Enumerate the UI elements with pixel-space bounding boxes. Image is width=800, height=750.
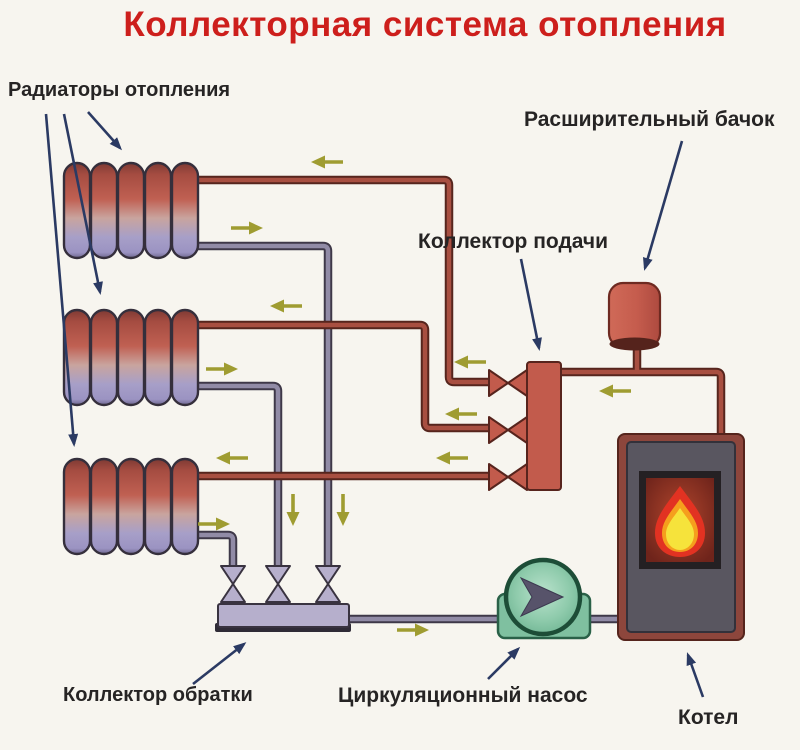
- supply-pipe-radiator-2: [196, 322, 489, 431]
- radiator-section: [116, 161, 146, 260]
- flow-arrow-left: [599, 384, 631, 398]
- pointer-radiator-3: [44, 113, 79, 447]
- pointer-return-collector: [192, 642, 247, 686]
- return-valve-1: [220, 565, 246, 585]
- flow-arrow-right: [198, 517, 230, 531]
- return-pipe-radiator-1: [198, 243, 331, 566]
- pointer-radiator-2: [62, 113, 103, 295]
- return-collector: [217, 603, 350, 628]
- return-valve-3b: [315, 583, 341, 603]
- radiator-section: [116, 308, 146, 407]
- radiator-section: [170, 308, 200, 407]
- label-expansion-tank: Расширительный бачок: [524, 108, 775, 131]
- supply-valve-2b: [507, 416, 528, 444]
- flow-arrow-left: [436, 451, 468, 465]
- flow-arrow-down: [286, 494, 300, 526]
- flow-arrow-left: [216, 451, 248, 465]
- pointer-radiator-1: [87, 111, 122, 151]
- radiator-section: [170, 457, 200, 556]
- return-pipe-radiator-2: [196, 383, 281, 566]
- radiator-section: [143, 161, 173, 260]
- pump-rotor-icon: [519, 576, 565, 618]
- flow-arrow-left: [311, 155, 343, 169]
- flow-arrows: [198, 155, 631, 637]
- return-valve-1b: [220, 583, 246, 603]
- supply-pipe-radiator-1: [198, 177, 489, 385]
- return-valve-2: [265, 565, 291, 585]
- radiator-section: [89, 308, 119, 407]
- return-pipe-radiator-3: [196, 532, 236, 566]
- flow-arrow-right: [231, 221, 263, 235]
- page-title: Коллекторная система отопления: [123, 5, 727, 44]
- label-boiler: Котел: [678, 706, 739, 729]
- pointer-pump: [487, 646, 521, 680]
- flow-arrow-right: [397, 623, 429, 637]
- label-return-collector: Коллектор обратки: [63, 684, 253, 706]
- radiator-3: [62, 457, 200, 556]
- radiator-section: [62, 457, 92, 556]
- radiator-section: [89, 457, 119, 556]
- return-valves: [220, 565, 341, 603]
- flow-arrow-down: [336, 494, 350, 526]
- supply-pipes: [196, 175, 726, 481]
- return-valve-3: [315, 565, 341, 585]
- radiator-section: [170, 161, 200, 260]
- label-pump: Циркуляционный насос: [338, 684, 588, 707]
- return-valve-2b: [265, 583, 291, 603]
- label-radiators: Радиаторы отопления: [8, 79, 231, 101]
- boiler: [617, 433, 745, 641]
- radiator-1: [62, 161, 200, 260]
- radiator-section: [89, 161, 119, 260]
- radiator-2: [62, 308, 200, 407]
- pointer-arrows: [44, 111, 705, 698]
- pointer-supply-collector: [519, 258, 542, 351]
- supply-valve-2: [488, 416, 509, 444]
- radiator-section: [143, 457, 173, 556]
- flow-arrow-left: [270, 299, 302, 313]
- expansion-tank: [607, 281, 662, 351]
- flow-arrow-left: [445, 407, 477, 421]
- flow-arrow-right: [206, 362, 238, 376]
- supply-collector: [526, 361, 562, 491]
- flame-icon: [655, 486, 705, 557]
- flow-arrow-left: [454, 355, 486, 369]
- label-supply-collector: Коллектор подачи: [418, 230, 609, 253]
- circulation-pump: [496, 557, 592, 640]
- supply-valve-1b: [507, 369, 528, 397]
- supply-valves: [488, 369, 528, 491]
- radiator-section: [143, 308, 173, 407]
- radiator-section: [116, 457, 146, 556]
- supply-valve-3b: [507, 463, 528, 491]
- supply-valve-1: [488, 369, 509, 397]
- supply-main-pipe: [560, 369, 724, 440]
- pointer-expansion-tank: [642, 140, 684, 271]
- pointer-boiler: [686, 652, 705, 698]
- supply-valve-3: [488, 463, 509, 491]
